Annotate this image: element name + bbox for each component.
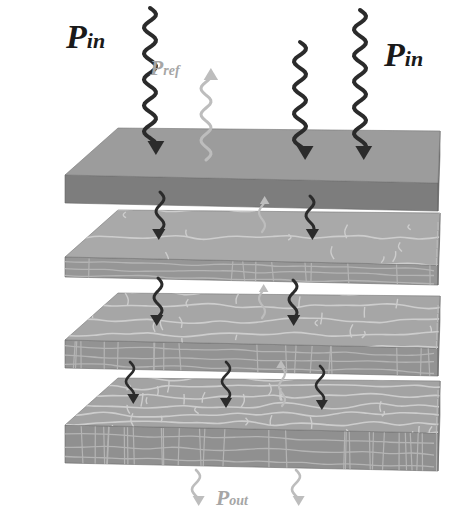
- transmitted-wave-arrow: [152, 192, 165, 240]
- reflected-wave-arrow: [276, 360, 286, 406]
- transmitted-wave-arrow: [287, 280, 300, 326]
- transmitted-wave-arrow: [316, 366, 328, 410]
- power-label: Pref: [150, 58, 180, 80]
- transmitted-wave-arrow: [126, 362, 139, 404]
- reflected-wave-arrow: [259, 196, 269, 232]
- reflected-wave-arrow: [259, 284, 269, 318]
- incident-wave-arrow: [144, 8, 164, 155]
- material-layer: [40, 207, 454, 285]
- output-wave-arrow: [292, 470, 305, 506]
- incident-wave-arrow: [354, 10, 372, 160]
- output-wave-arrow: [192, 470, 205, 506]
- transmitted-wave-arrow: [220, 362, 232, 408]
- reflected-wave-arrow: [201, 68, 218, 160]
- material-layer: [65, 128, 440, 211]
- power-label: Pin: [384, 38, 423, 72]
- transmitted-wave-arrow: [150, 278, 163, 326]
- transmitted-wave-arrow: [306, 196, 319, 240]
- material-layer: [40, 291, 454, 377]
- power-label: Pout: [216, 488, 248, 510]
- power-label: Pin: [66, 20, 105, 54]
- incident-wave-arrow: [294, 42, 313, 160]
- material-layer: [40, 376, 454, 472]
